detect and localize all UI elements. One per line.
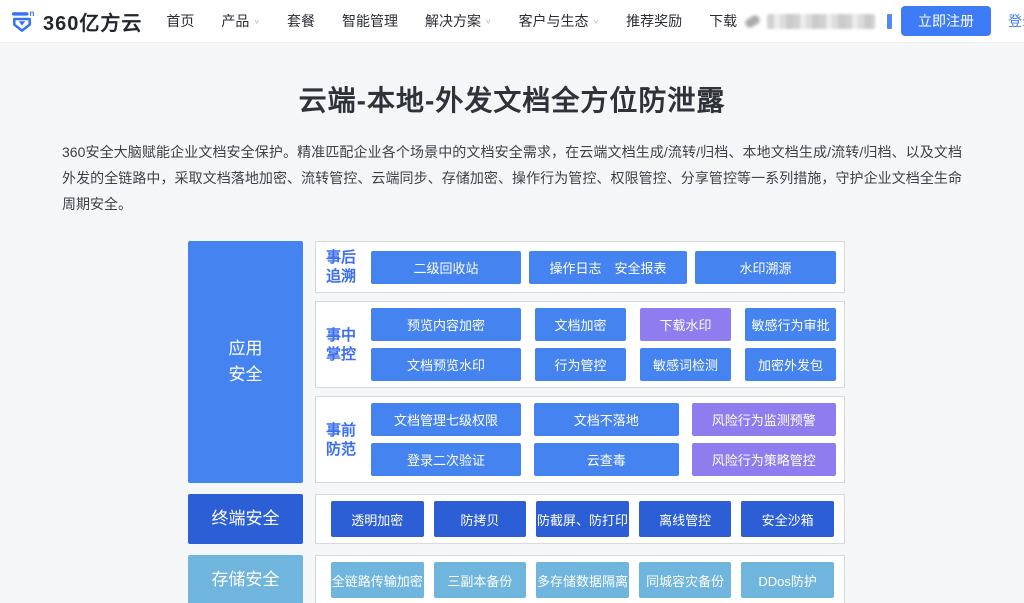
phase-group: 事后追溯二级回收站操作日志 安全报表水印溯源 [315, 241, 845, 293]
phone-icon [743, 13, 762, 29]
feature-box: 全链路传输加密 [331, 562, 424, 598]
page-title: 云端-本地-外发文档全方位防泄露 [298, 85, 726, 116]
feature-box: 水印溯源 [695, 250, 836, 284]
nav-item-label: 推荐奖励 [626, 13, 683, 29]
feature-box: 文档预览水印 [371, 348, 521, 381]
nav-item[interactable]: 客户与生态∨ [519, 11, 600, 31]
login-link[interactable]: 登录 [1008, 13, 1024, 29]
feature-box: 文档不落地 [534, 403, 679, 436]
main-nav: 首页产品∨套餐智能管理解决方案∨客户与生态∨推荐奖励下载 [166, 11, 737, 31]
app-groups: 事后追溯二级回收站操作日志 安全报表水印溯源事中掌控预览内容加密文档加密下载水印… [315, 241, 845, 483]
nav-item-label: 智能管理 [341, 13, 398, 29]
feature-box: 行为管控 [535, 348, 626, 381]
phase-label: 事后追溯 [326, 249, 357, 285]
nav-item[interactable]: 智能管理 [342, 11, 398, 31]
nav-item[interactable]: 推荐奖励 [626, 11, 682, 31]
feature-box: 登录二次验证 [371, 443, 521, 476]
feature-box: 敏感行为审批 [745, 308, 836, 341]
label-line: 应用 [228, 339, 263, 358]
feature-box: 同城容灾备份 [638, 562, 732, 598]
feature-box: 二级回收站 [371, 250, 521, 284]
blue-divider [887, 13, 892, 29]
chevron-down-icon: ∨ [253, 16, 260, 25]
terminal-security-row: 终端安全 透明加密防拷贝防截屏、防打印离线管控安全沙箱 [188, 494, 845, 544]
nav-item-label: 首页 [166, 13, 195, 29]
application-security-label: 应用 安全 [188, 241, 303, 483]
phase-group: 事中掌控预览内容加密文档加密下载水印敏感行为审批文档预览水印行为管控敏感词检测加… [315, 301, 845, 388]
nav-item-label: 下载 [709, 13, 738, 29]
feature-box: 安全沙箱 [741, 501, 834, 537]
security-diagram: 应用 安全 事后追溯二级回收站操作日志 安全报表水印溯源事中掌控预览内容加密文档… [188, 241, 845, 603]
navbar-right: 立即注册 登录 [743, 6, 1024, 36]
application-security-row: 应用 安全 事后追溯二级回收站操作日志 安全报表水印溯源事中掌控预览内容加密文档… [188, 241, 845, 483]
logo-text: 360亿方云 [43, 12, 143, 35]
feature-box: 风险行为策略管控 [691, 443, 836, 476]
feature-box: 加密外发包 [745, 348, 836, 381]
feature-box: 文档管理七级权限 [371, 403, 521, 436]
label-line: 安全 [228, 365, 263, 384]
terminal-security-label: 终端安全 [188, 494, 303, 544]
feature-box: 三副本备份 [433, 562, 527, 598]
nav-item[interactable]: 套餐 [287, 11, 315, 31]
nav-item[interactable]: 产品∨ [221, 11, 260, 31]
page-description: 360安全大脑赋能企业文档安全保护。精准匹配企业各个场景中的文档安全需求，在云端… [62, 144, 962, 212]
feature-box: 敏感词检测 [640, 348, 731, 381]
feature-box: 云查毒 [534, 443, 679, 476]
feature-box: 风险行为监测预警 [691, 403, 836, 436]
feature-box: 透明加密 [331, 501, 424, 537]
nav-item-label: 套餐 [286, 13, 315, 29]
chevron-down-icon: ∨ [592, 16, 600, 25]
nav-item[interactable]: 首页 [166, 11, 194, 31]
feature-box: DDos防护 [741, 562, 834, 598]
storage-security-label: 存储安全 [188, 555, 303, 603]
feature-box: 多存储数据隔离 [536, 562, 629, 598]
nav-item[interactable]: 解决方案∨ [425, 11, 492, 31]
svg-text:n: n [30, 9, 35, 18]
nav-item-label: 产品 [221, 13, 250, 29]
hero-section: 云端-本地-外发文档全方位防泄露 360安全大脑赋能企业文档安全保护。精准匹配企… [0, 43, 1024, 603]
feature-box: 防拷贝 [433, 501, 527, 537]
nav-item-label: 解决方案 [424, 13, 481, 29]
feature-box: 预览内容加密 [371, 308, 521, 341]
feature-box: 文档加密 [535, 308, 626, 341]
feature-box: 离线管控 [638, 501, 732, 537]
feature-box: 防截屏、防打印 [536, 501, 629, 537]
register-button[interactable]: 立即注册 [901, 6, 991, 36]
nav-item[interactable]: 下载 [709, 11, 737, 31]
feature-box: 下载水印 [640, 308, 731, 341]
label-line: 存储安全 [211, 570, 280, 589]
masked-phone-number [767, 13, 875, 29]
chevron-down-icon: ∨ [484, 16, 492, 25]
label-line: 终端安全 [211, 509, 280, 528]
nav-item-label: 客户与生态 [518, 13, 589, 29]
logo-shield-icon: n [10, 8, 36, 34]
phase-group: 事前防范文档管理七级权限文档不落地风险行为监测预警登录二次验证云查毒风险行为策略… [315, 396, 845, 483]
phase-label: 事中掌控 [326, 326, 357, 363]
terminal-boxes: 透明加密防拷贝防截屏、防打印离线管控安全沙箱 [315, 494, 845, 544]
top-navbar: n 360亿方云 首页产品∨套餐智能管理解决方案∨客户与生态∨推荐奖励下载 立即… [0, 0, 1024, 43]
phase-label: 事前防范 [326, 421, 357, 458]
feature-box: 操作日志 安全报表 [529, 250, 687, 284]
logo[interactable]: n 360亿方云 [10, 7, 142, 36]
